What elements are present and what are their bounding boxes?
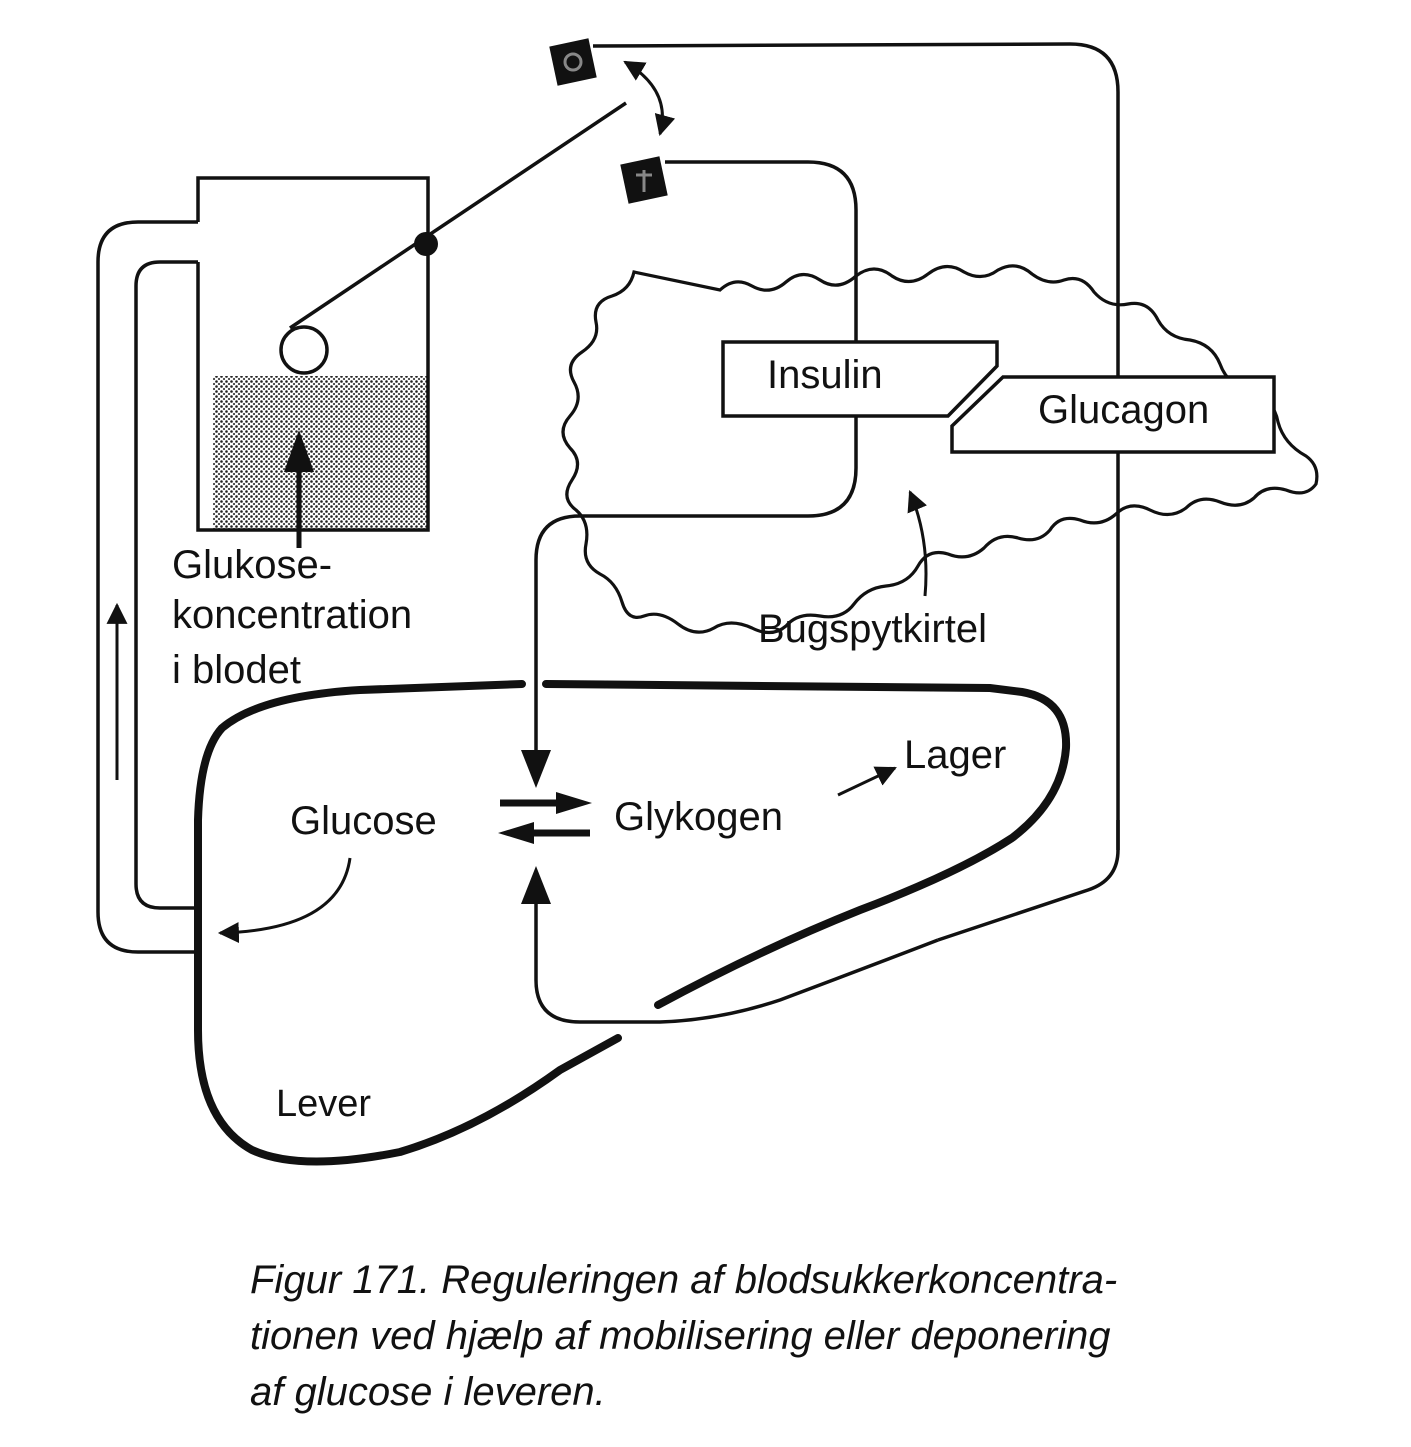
- insulin-box: Insulin: [721, 340, 999, 418]
- glucose-label: Glucose: [290, 799, 437, 843]
- blood-circulation-pipe: [96, 220, 198, 954]
- glucagon-box: Glucagon: [950, 375, 1276, 454]
- glucose-release-arrow: [217, 857, 352, 944]
- glucagon-wire: [592, 42, 1120, 942]
- caption-line2: tionen ved hjælp af mobilisering eller d…: [250, 1314, 1111, 1358]
- glucagon-label: Glucagon: [1038, 388, 1209, 432]
- insulin-switch-icon: [620, 156, 668, 204]
- tank-outline: [196, 176, 430, 532]
- float-lever: [279, 101, 627, 375]
- switch-toggle-arrow: [623, 60, 676, 137]
- lager-arrow: [837, 766, 897, 797]
- glukose-line1: Glukose-: [172, 543, 332, 587]
- blood-glucose-tank: [196, 176, 430, 532]
- insulin-to-liver-wire: [534, 416, 858, 774]
- glukose-line2: koncentration: [172, 593, 412, 637]
- lager-label: Lager: [904, 733, 1006, 777]
- glucose-rise-arrow: [284, 430, 314, 548]
- caption-line3: af glucose i leveren.: [250, 1370, 606, 1414]
- pivot: [414, 232, 438, 256]
- equilibrium-arrows: [498, 792, 592, 844]
- lever-arm: [289, 101, 627, 330]
- caption-line1: Figur 171. Reguleringen af blodsukkerkon…: [250, 1258, 1118, 1302]
- glucose-level-fill: [213, 376, 427, 529]
- glucose-concentration-label: Glukose- koncentration i blodet: [172, 543, 412, 692]
- figure-caption: Figur 171. Reguleringen af blodsukkerkon…: [250, 1252, 1330, 1420]
- insulin-wire: [665, 160, 858, 342]
- liver-outline: [194, 680, 1071, 1166]
- lever-label: Lever: [276, 1083, 371, 1125]
- bugspytkirtel-pointer-arrow: [907, 490, 928, 597]
- glucagon-arrowhead: [521, 866, 551, 904]
- insulin-label: Insulin: [767, 353, 883, 397]
- glykogen-label: Glykogen: [614, 795, 783, 839]
- glukose-line3: i blodet: [172, 648, 301, 692]
- bugspytkirtel-label: Bugspytkirtel: [758, 607, 987, 651]
- insulin-arrowhead: [521, 750, 551, 788]
- glucagon-to-liver-wire: [534, 900, 939, 1024]
- pancreas-outline: [561, 264, 1319, 635]
- float-ball: [279, 325, 329, 375]
- glucagon-switch-icon: [549, 38, 597, 86]
